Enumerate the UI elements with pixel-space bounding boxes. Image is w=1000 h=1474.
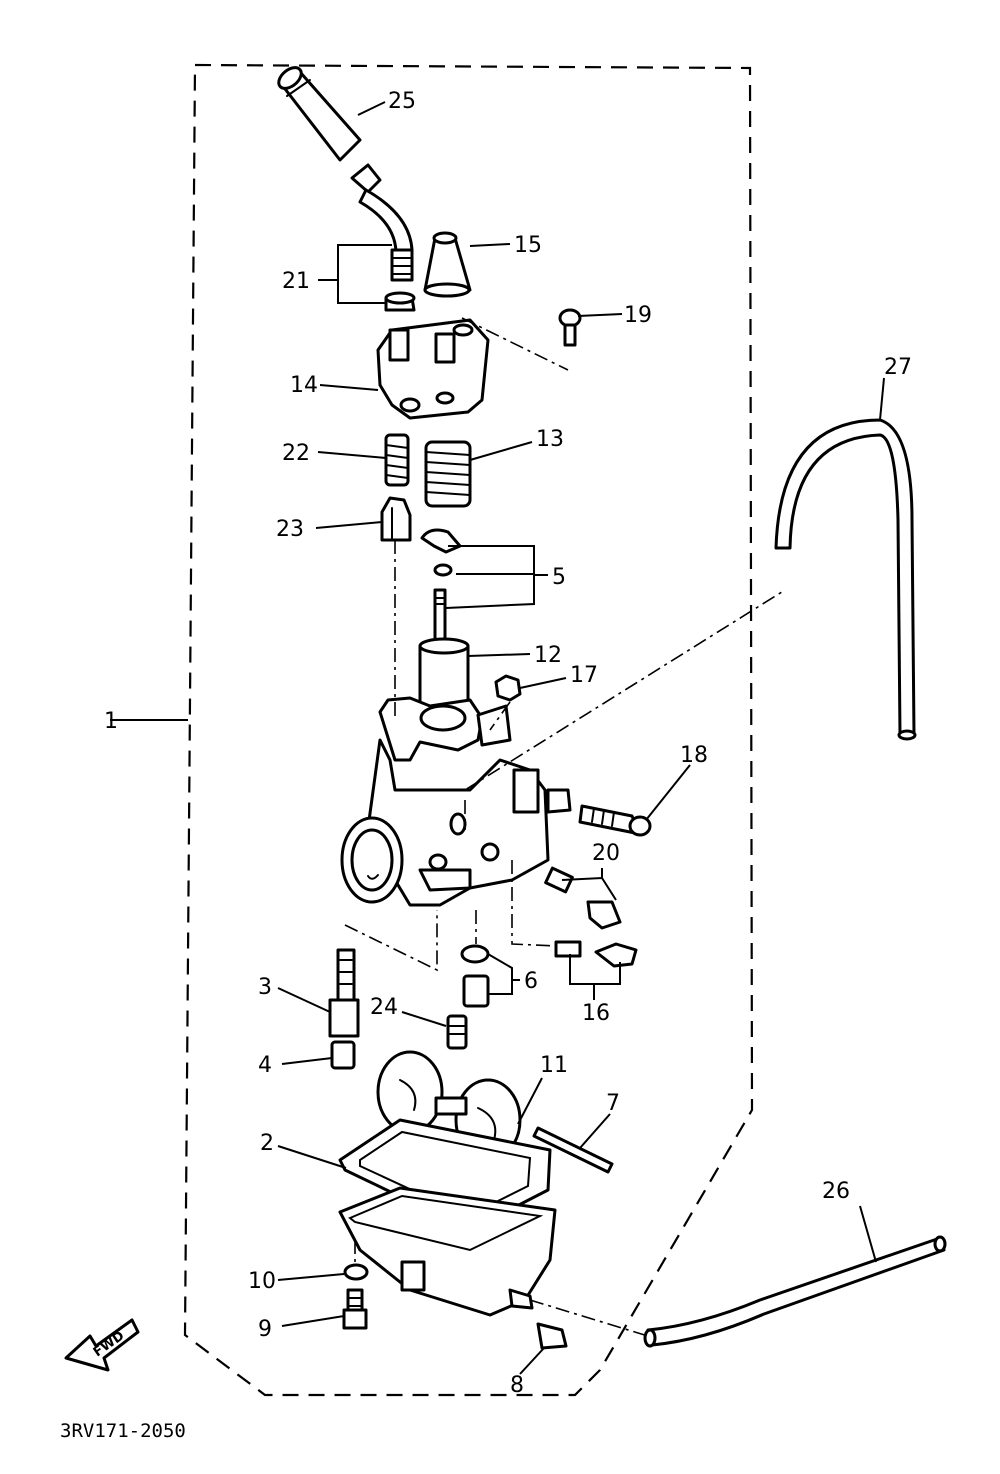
part-21-pipe	[350, 163, 416, 312]
part-22-spring	[384, 433, 410, 487]
callout-23: 23	[276, 517, 304, 542]
callout-17: 17	[570, 663, 598, 688]
callout-6: 6	[524, 969, 538, 994]
callout-8: 8	[510, 1373, 524, 1398]
part-7-pin	[532, 1126, 614, 1174]
callout-25: 25	[388, 89, 416, 114]
callout-19: 19	[624, 303, 652, 328]
callout-labels: 1 2 3 4 5 6 7 8 9 10 11 12 13 14 15 16 1…	[104, 89, 912, 1398]
callout-22: 22	[282, 441, 310, 466]
callout-5: 5	[552, 565, 566, 590]
part-3-needle-jet	[328, 948, 360, 1038]
carburetor-body	[340, 696, 572, 907]
callout-12: 12	[534, 643, 562, 668]
callout-13: 13	[536, 427, 564, 452]
diagram-code: 3RV171-2050	[60, 1420, 186, 1442]
callout-3: 3	[258, 975, 272, 1000]
part-25-cap	[277, 66, 362, 162]
part-17-nut	[494, 674, 522, 702]
part-14-top-cap	[376, 318, 490, 420]
callout-21: 21	[282, 269, 310, 294]
fwd-arrow-icon: FWD	[64, 1318, 140, 1372]
callout-9: 9	[258, 1317, 272, 1342]
part-13-spring	[424, 440, 472, 508]
callout-24: 24	[370, 995, 398, 1020]
callout-1: 1	[104, 709, 118, 734]
part-16-spring-screw	[554, 940, 638, 968]
assembly-guide-lines	[344, 317, 786, 1337]
callout-10: 10	[248, 1269, 276, 1294]
callout-18: 18	[680, 743, 708, 768]
part-23-plunger	[380, 496, 412, 542]
callout-20: 20	[592, 841, 620, 866]
callout-11: 11	[540, 1053, 568, 1078]
part-6-jet-parts	[460, 944, 490, 1008]
part-8-drain-screw	[536, 1322, 568, 1350]
leader-lines	[110, 101, 885, 1375]
part-18-screw	[578, 804, 652, 837]
part-24-pilot-jet	[446, 1014, 468, 1050]
callout-15: 15	[514, 233, 542, 258]
part-9-screw	[342, 1288, 368, 1330]
part-20-spring-screw	[544, 866, 622, 930]
part-11-float	[376, 1050, 522, 1162]
callout-26: 26	[822, 1179, 850, 1204]
assembly-boundary	[183, 63, 754, 1397]
part-26-hose	[643, 1235, 947, 1348]
callout-16: 16	[582, 1001, 610, 1026]
part-19-screw	[558, 308, 582, 347]
part-4-main-jet	[330, 1040, 356, 1070]
part-10-washer	[343, 1263, 369, 1281]
callout-2: 2	[260, 1131, 274, 1156]
callout-27: 27	[884, 355, 912, 380]
callout-4: 4	[258, 1053, 272, 1078]
part-27-hose	[774, 418, 917, 741]
float-bowl	[338, 1186, 557, 1317]
callout-7: 7	[606, 1091, 620, 1116]
callout-14: 14	[290, 373, 318, 398]
part-15-boot	[423, 231, 472, 298]
part-12-throttle-valve	[418, 637, 470, 710]
